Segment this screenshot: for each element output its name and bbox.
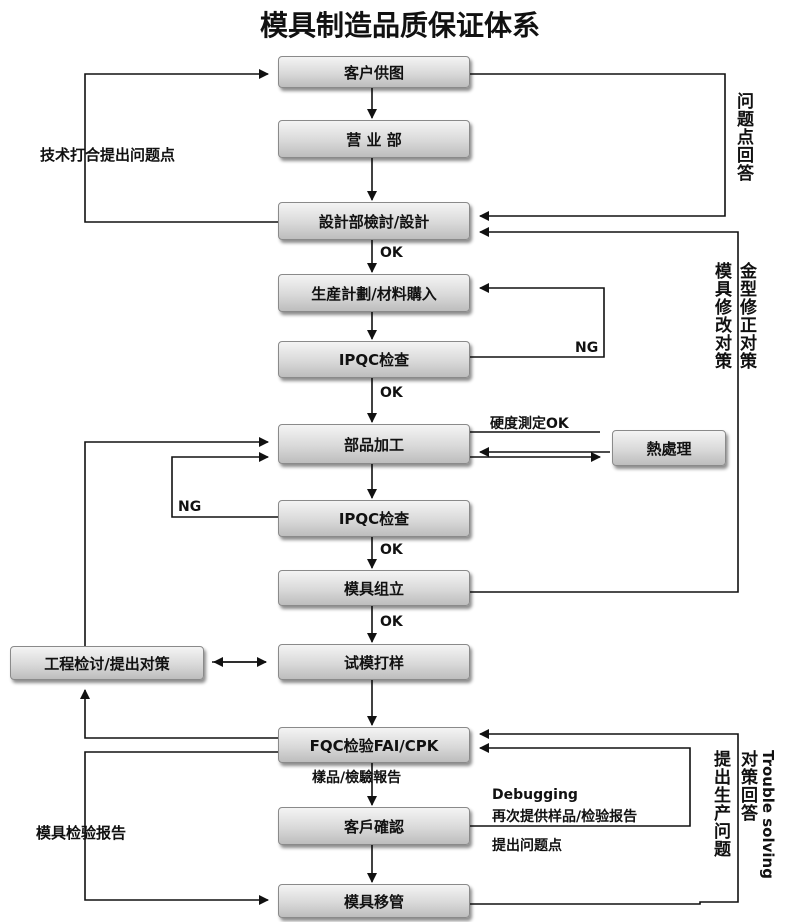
box-ipqc-1: IPQC检查 — [278, 341, 470, 378]
label-ok-2: OK — [380, 385, 403, 401]
label-tech-issues: 技术打合提出问题点 — [40, 146, 176, 164]
label-ok-4: OK — [380, 614, 403, 630]
label-mold-fix: 模具修改对策 — [711, 262, 731, 370]
label-inspection-report: 模具检验报告 — [36, 824, 127, 842]
label-response: 对策回答 — [737, 750, 757, 822]
box-sales: 营 业 部 — [278, 120, 470, 158]
box-engineering-review: 工程检讨/提出对策 — [10, 646, 204, 680]
label-ng-2: NG — [178, 499, 202, 515]
label-ok-1: OK — [380, 245, 403, 261]
box-fqc: FQC检验FAI/CPK — [278, 727, 470, 763]
box-heat-treatment: 熱處理 — [612, 430, 726, 466]
label-debugging: Debugging — [492, 787, 578, 803]
box-design: 設計部檢討/設計 — [278, 202, 470, 240]
label-production-issues: 提出生产问题 — [710, 750, 730, 858]
page-title: 模具制造品质保证体系 — [259, 9, 540, 42]
box-customer-confirm: 客戶確認 — [278, 807, 470, 845]
label-ng-1: NG — [575, 340, 599, 356]
label-answer: 问题点回答 — [733, 92, 753, 182]
label-ok-3: OK — [380, 542, 403, 558]
label-resupply: 再次提供样品/检验报告 — [492, 809, 638, 825]
box-mold-transfer: 模具移管 — [278, 884, 470, 918]
box-mold-assembly: 模具组立 — [278, 570, 470, 606]
box-trial-sample: 试模打样 — [278, 644, 470, 680]
box-production-plan: 生産計劃/材料購入 — [278, 274, 470, 312]
label-sample-report: 樣品/檢驗報告 — [312, 770, 402, 786]
label-trouble-solving: Trouble solving — [759, 750, 777, 879]
box-customer-drawing: 客户供图 — [278, 56, 470, 88]
box-ipqc-2: IPQC检查 — [278, 500, 470, 537]
label-mold-fix-2: 金型修正对策 — [736, 262, 756, 370]
label-hardness: 硬度測定OK — [490, 416, 569, 432]
box-parts-machining: 部品加工 — [278, 424, 470, 464]
label-raise-issues: 提出问题点 — [492, 838, 562, 854]
